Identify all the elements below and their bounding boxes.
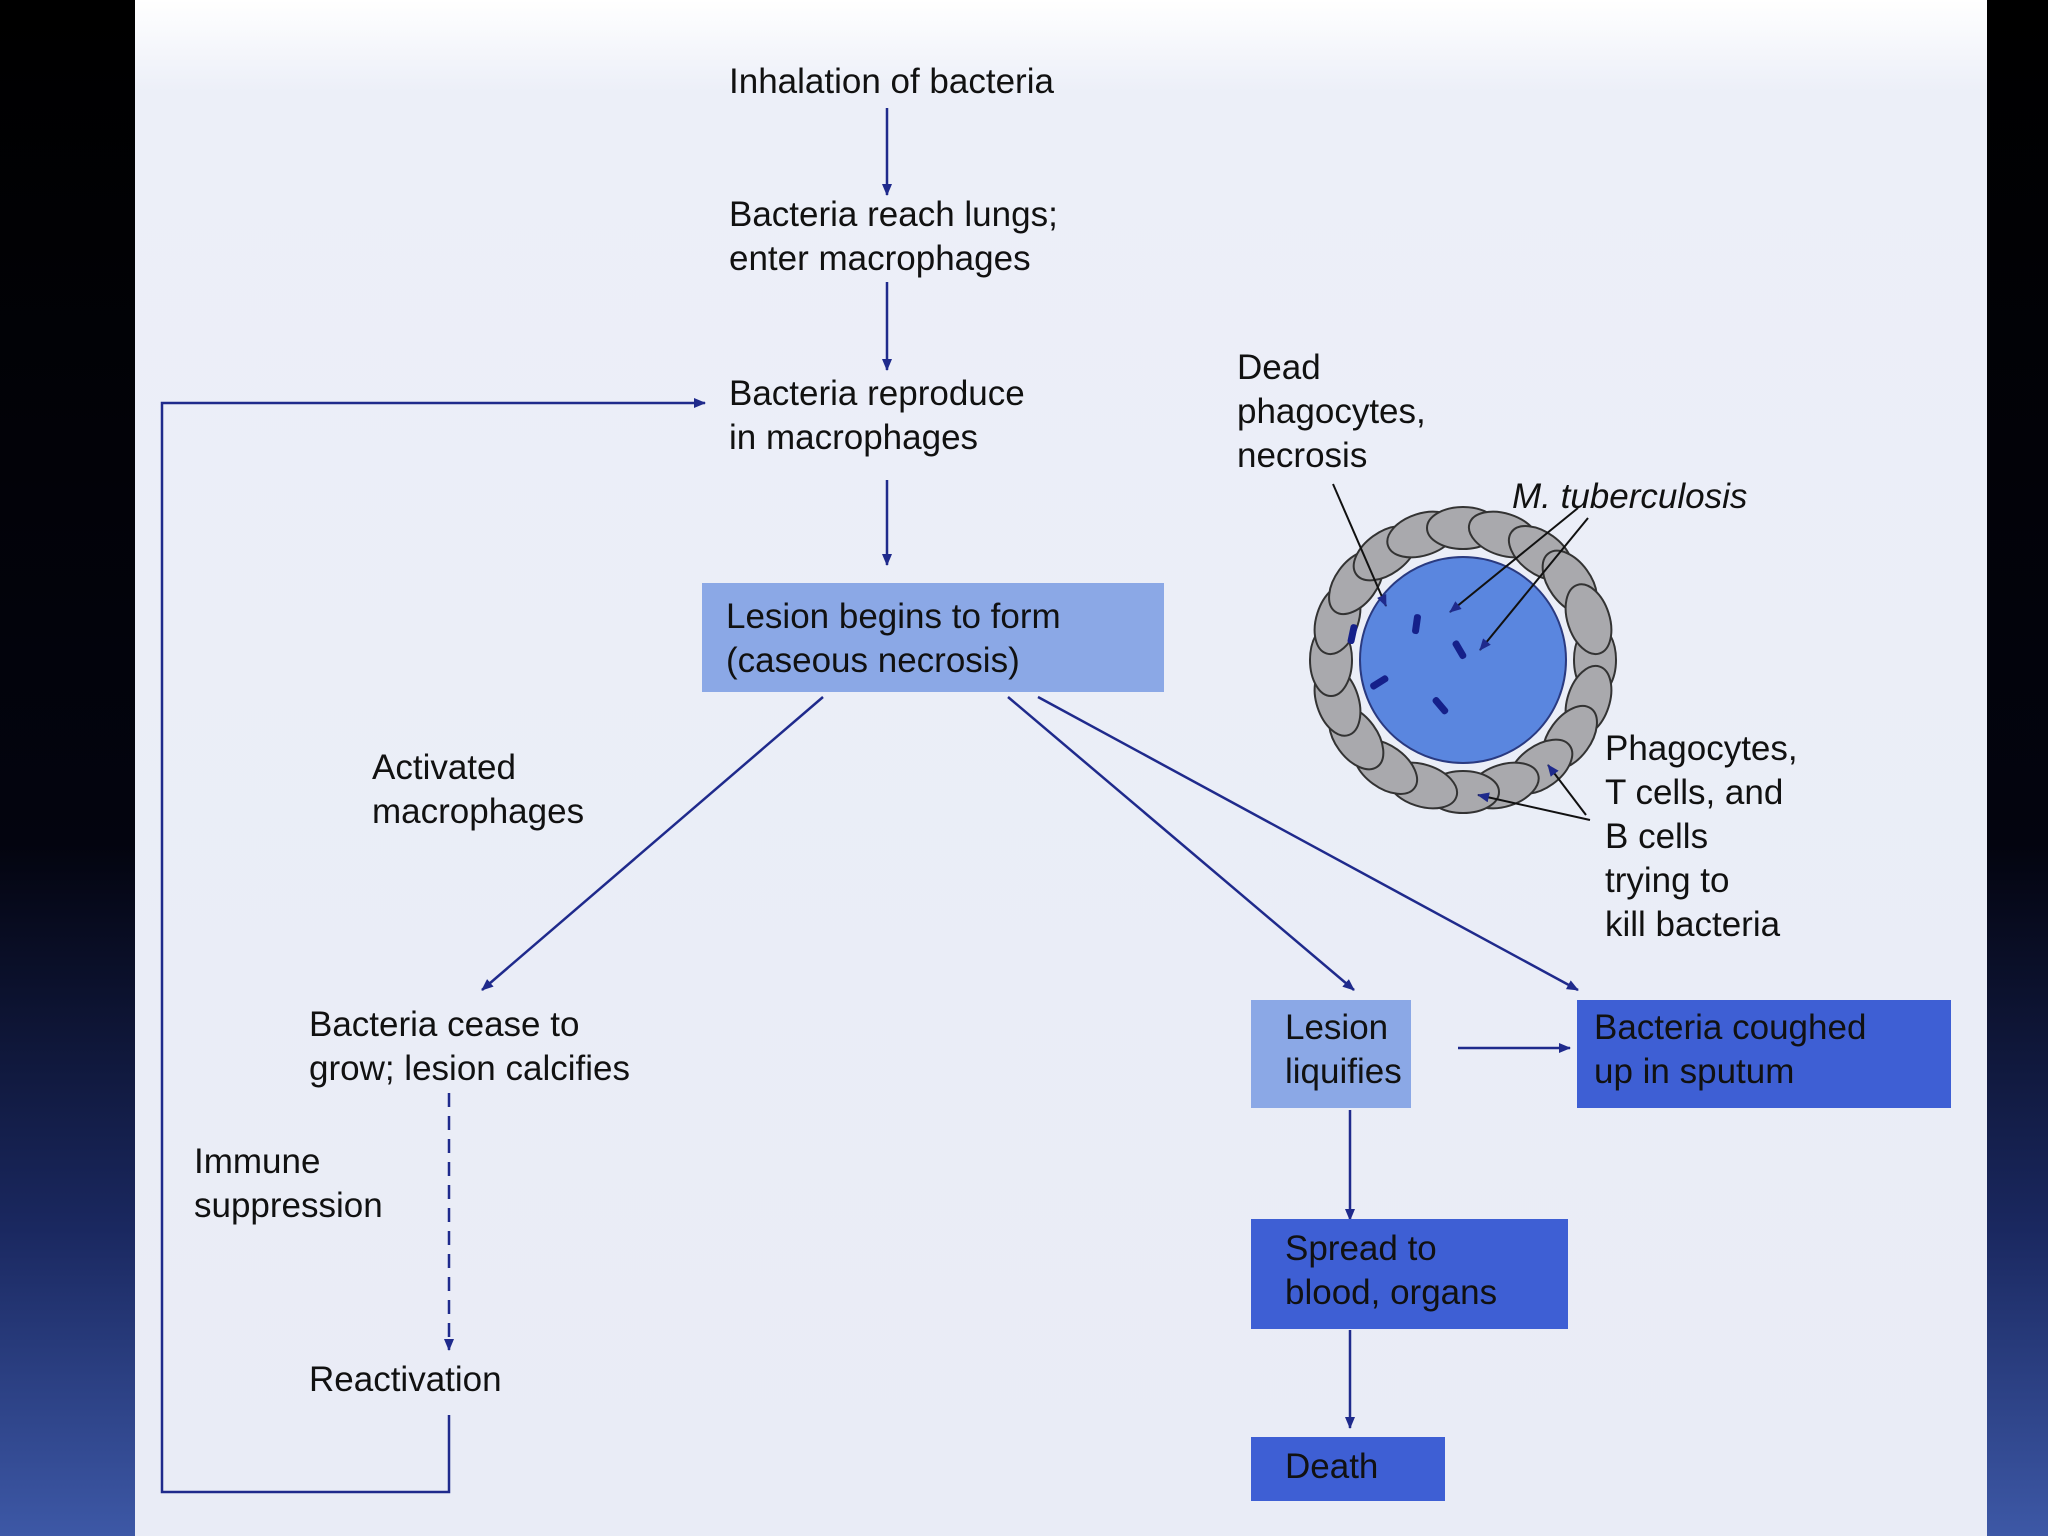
node-reach-lungs: Bacteria reach lungs; enter macrophages — [729, 195, 1058, 278]
node-spread: Spread to blood, organs — [1251, 1219, 1568, 1329]
bacterium-5 — [1432, 696, 1449, 715]
pointer-phagocytes-2 — [1547, 764, 1587, 816]
granuloma-illustration — [1309, 506, 1617, 814]
pointer-necrosis — [1332, 483, 1387, 607]
slide-background — [135, 0, 1987, 1536]
node-cease-grow: Bacteria cease to grow; lesion calcifies — [309, 1005, 630, 1088]
node-reproduce: Bacteria reproduce in macrophages — [729, 374, 1025, 457]
label-activated-macrophages: Activated macrophages — [372, 748, 585, 831]
granuloma-core — [1359, 556, 1567, 764]
pointer-bacteria-1 — [1449, 507, 1579, 613]
bacterium-4 — [1370, 675, 1389, 690]
pointer-phagocytes-1 — [1477, 792, 1591, 821]
node-liquifies: Lesion liquifies — [1251, 1000, 1411, 1108]
arrow-lesion-to-calcifies — [481, 696, 824, 991]
label-dead-phagocytes: Dead phagocytes, necrosis — [1237, 348, 1426, 475]
node-lesion-forms: Lesion begins to form (caseous necrosis) — [702, 583, 1164, 692]
label-phagocytes-cells: Phagocytes, T cells, and B cells trying … — [1605, 729, 1798, 944]
label-m-tuberculosis: M. tuberculosis — [1512, 477, 1748, 516]
node-inhalation: Inhalation of bacteria — [729, 62, 1054, 101]
label-immune-suppression: Immune suppression — [194, 1142, 383, 1225]
node-coughed-up: Bacteria coughed up in sputum — [1577, 1000, 1951, 1108]
arrow-reactivation-loop — [160, 398, 706, 1494]
node-reactivation: Reactivation — [309, 1360, 502, 1399]
arrow-lesion-to-coughed — [1037, 695, 1579, 992]
node-death: Death — [1251, 1437, 1445, 1501]
bacterium-1 — [1347, 624, 1358, 645]
bacterium-2 — [1412, 614, 1421, 635]
phagocyte-cell — [1564, 583, 1613, 656]
bacterium-3 — [1452, 640, 1467, 660]
arrow-lesion-to-liquifies — [1007, 696, 1355, 991]
pointer-bacteria-2 — [1479, 517, 1589, 651]
